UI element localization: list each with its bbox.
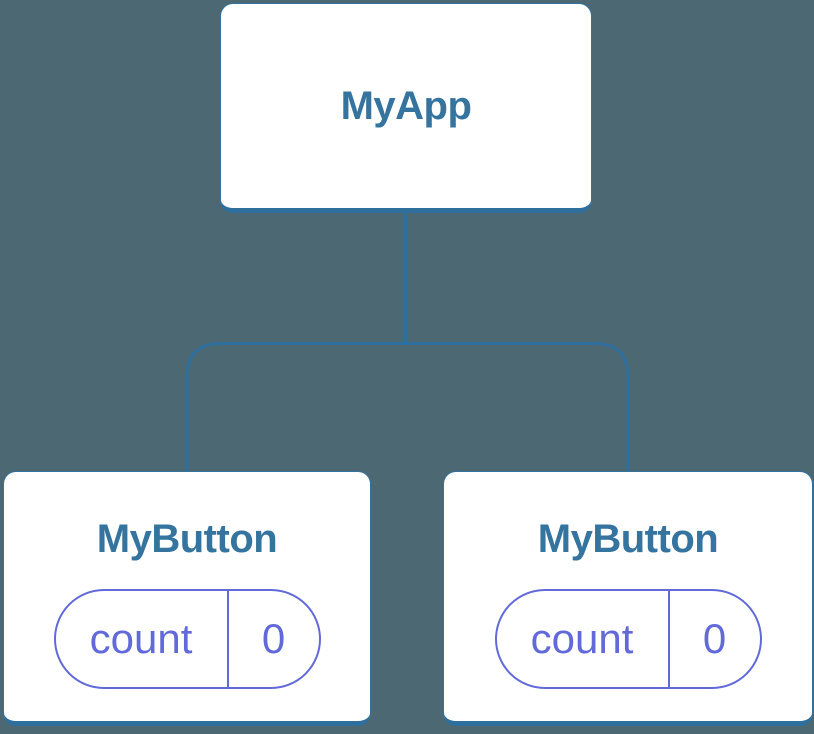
state-pill: count 0 — [53, 589, 321, 689]
component-node-myapp: MyApp — [220, 3, 592, 213]
connector-bracket — [185, 342, 630, 471]
state-pill: count 0 — [494, 589, 762, 689]
component-node-mybutton-left: MyButton count 0 — [3, 471, 371, 726]
component-label: MyApp — [340, 84, 472, 128]
state-key-label: count — [56, 591, 229, 687]
state-value: 0 — [261, 615, 286, 662]
component-label: MyButton — [96, 517, 278, 561]
component-label: MyButton — [537, 517, 719, 561]
state-value: 0 — [702, 615, 727, 662]
component-node-mybutton-right: MyButton count 0 — [443, 471, 813, 726]
state-key-label: count — [497, 591, 670, 687]
